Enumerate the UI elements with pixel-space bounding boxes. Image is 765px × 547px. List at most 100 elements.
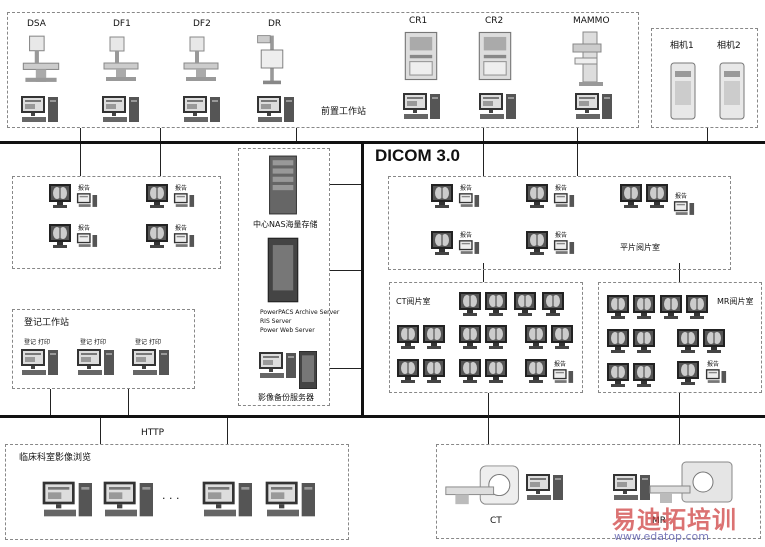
connector-line <box>80 144 81 176</box>
ct-film-monitor-icon <box>396 358 420 384</box>
ct-film-monitor-icon <box>550 324 574 350</box>
connector-line <box>160 128 161 141</box>
mr-film-monitor-icon <box>606 328 630 354</box>
more-workstations-ellipsis: · · · <box>162 492 180 505</box>
ct-report-workstation-icon <box>552 368 574 385</box>
register-label: 登记 <box>80 339 93 346</box>
main-network-bus <box>0 141 765 144</box>
camera-group-box <box>651 28 758 128</box>
report-label: 报告 <box>555 185 568 192</box>
mammo-workstation-icon <box>574 91 614 121</box>
xray-film-monitor-icon <box>525 183 549 209</box>
cr1-machine-icon <box>398 28 444 84</box>
connector-line <box>679 263 680 282</box>
ct-film-monitor-icon <box>458 291 482 317</box>
register-label: 登记 <box>135 339 148 346</box>
mr-film-monitor-icon <box>632 294 656 320</box>
ct-workstation-icon <box>525 472 565 502</box>
ct-label: CT <box>490 516 502 526</box>
ct-film-monitor-icon <box>484 358 508 384</box>
ct-film-monitor-icon <box>524 324 548 350</box>
nas-label: 中心NAS海量存储 <box>253 220 318 229</box>
modality-label-df2: DF2 <box>193 19 211 29</box>
connector-line <box>128 389 129 415</box>
dsa-workstation-icon <box>20 94 60 124</box>
report-label: 报告 <box>78 225 91 232</box>
xray-report-workstation-icon <box>553 192 575 209</box>
ct-reading-label: CT阅片室 <box>396 297 431 306</box>
frontend-group-label: 前置工作站 <box>321 107 367 117</box>
mammo-machine-icon <box>566 28 612 88</box>
ct-film-monitor-icon <box>458 324 482 350</box>
report-label: 报告 <box>460 185 473 192</box>
connector-line <box>330 368 361 369</box>
connector-line <box>483 263 484 282</box>
connector-line <box>296 128 297 141</box>
modality-label-dsa: DSA <box>27 19 46 29</box>
backup-server-icon <box>258 345 298 385</box>
dicom-label: DICOM 3.0 <box>375 146 461 165</box>
xray-reading-label: 平片阅片室 <box>620 243 660 252</box>
xray-report-workstation-icon <box>673 200 695 217</box>
ct-film-monitor-icon <box>458 358 482 384</box>
reading-film-monitor-icon <box>145 183 169 209</box>
connector-line <box>577 128 578 141</box>
report-workstation-icon <box>76 232 98 249</box>
report-label: 报告 <box>175 185 188 192</box>
report-label: 报告 <box>460 232 473 239</box>
xray-reading-room-box <box>388 176 731 270</box>
modality-label-dr: DR <box>268 19 282 29</box>
xray-film-monitor-icon <box>430 183 454 209</box>
backup-tower-icon <box>296 350 320 390</box>
archive-server-label: PowerPACS Archive Server <box>260 309 340 316</box>
connector-line <box>330 270 361 271</box>
mr-film-monitor-icon <box>632 362 656 388</box>
ct-film-monitor-icon <box>484 324 508 350</box>
mr-film-monitor-icon <box>702 328 726 354</box>
connector-line <box>80 128 81 141</box>
cr1-workstation-icon <box>402 91 442 121</box>
frontend-group-box <box>7 12 639 128</box>
cr2-workstation-icon <box>478 91 518 121</box>
xray-report-workstation-icon <box>553 239 575 256</box>
reading-film-monitor-icon <box>48 183 72 209</box>
mr-workstation-icon <box>612 472 652 502</box>
modality-label-cr1: CR1 <box>409 16 428 26</box>
df1-workstation-icon <box>101 94 141 124</box>
modality-label-df1: DF1 <box>113 19 131 29</box>
register-label: 登记 <box>24 339 37 346</box>
report-label: 报告 <box>78 185 91 192</box>
ct-reading-room-box <box>389 282 583 393</box>
watermark-url: www.edatop.com <box>614 530 709 543</box>
registration-workstation-icon <box>131 347 171 377</box>
connector-line <box>330 184 361 185</box>
cr2-machine-icon <box>472 28 518 84</box>
http-label: HTTP <box>141 428 165 438</box>
clinical-viewing-box <box>5 444 349 540</box>
df2-workstation-icon <box>182 94 222 124</box>
mr-film-monitor-icon <box>632 328 656 354</box>
mr-film-monitor-icon <box>676 360 700 386</box>
df2-machine-icon <box>176 32 226 84</box>
xray-report-workstation-icon <box>458 239 480 256</box>
ris-server-label: RIS Server <box>260 318 292 325</box>
connector-line <box>488 393 489 444</box>
xray-film-monitor-icon <box>645 183 669 209</box>
mr-film-monitor-icon <box>606 362 630 388</box>
clinical-workstation-icon <box>100 479 158 519</box>
ct-scanner-icon <box>442 458 528 514</box>
mr-reading-label: MR阅片室 <box>717 297 754 306</box>
registration-workstation-icon <box>76 347 116 377</box>
print-label: 打印 <box>149 339 162 346</box>
storage-center-box <box>238 148 330 406</box>
registration-workstation-icon <box>20 347 60 377</box>
reading-film-monitor-icon <box>48 223 72 249</box>
mr-film-monitor-icon <box>685 294 709 320</box>
ct-film-monitor-icon <box>524 358 548 384</box>
dr-workstation-icon <box>256 94 296 124</box>
connector-line <box>100 418 101 444</box>
modality-label-cr2: CR2 <box>485 16 504 26</box>
backbone-bus <box>361 141 364 417</box>
web-server-label: Power Web Server <box>260 327 315 334</box>
camera-label-2: 相机2 <box>717 41 741 51</box>
